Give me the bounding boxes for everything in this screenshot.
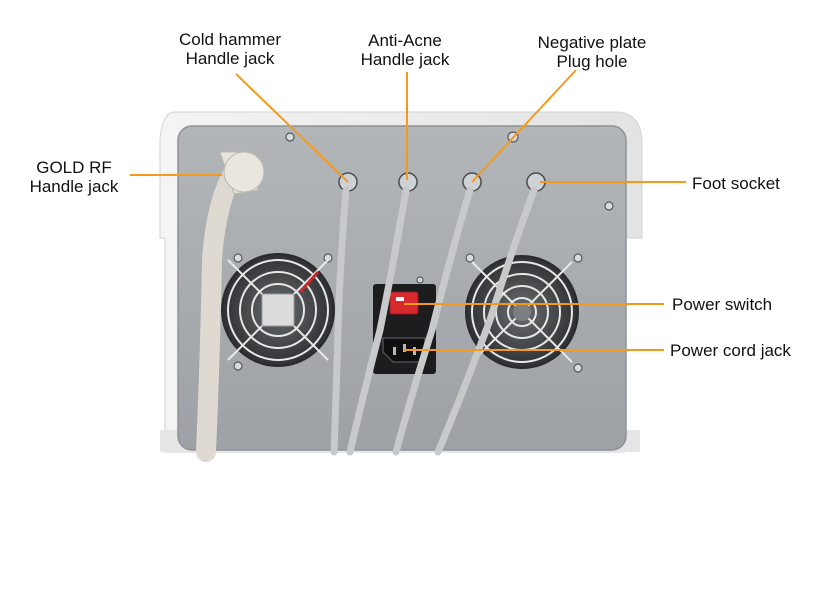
- label-gold-rf-line1: GOLD RF: [36, 158, 112, 177]
- label-negative-plate: Negative plate Plug hole: [512, 33, 672, 71]
- label-anti-acne-line1: Anti-Acne: [368, 31, 442, 50]
- label-negative-plate-line2: Plug hole: [556, 52, 628, 71]
- label-cold-hammer: Cold hammer Handle jack: [165, 30, 295, 68]
- label-gold-rf-line2: Handle jack: [29, 177, 119, 196]
- label-power-switch: Power switch: [672, 295, 773, 314]
- label-power-cord: Power cord jack: [670, 341, 791, 360]
- gold-rf-cable: [196, 151, 265, 462]
- label-gold-rf: GOLD RF Handle jack: [18, 158, 130, 196]
- label-cold-hammer-line2: Handle jack: [185, 49, 275, 68]
- leader-lines: [130, 69, 686, 351]
- cables: [330, 186, 538, 456]
- label-negative-plate-line1: Negative plate: [537, 33, 647, 52]
- label-foot-socket: Foot socket: [692, 174, 780, 193]
- fan-grille-icon: [465, 255, 579, 369]
- label-anti-acne-line2: Handle jack: [360, 50, 450, 69]
- label-cold-hammer-line1: Cold hammer: [178, 30, 282, 49]
- fan-grille-icon: [221, 253, 335, 367]
- label-anti-acne: Anti-Acne Handle jack: [345, 31, 465, 69]
